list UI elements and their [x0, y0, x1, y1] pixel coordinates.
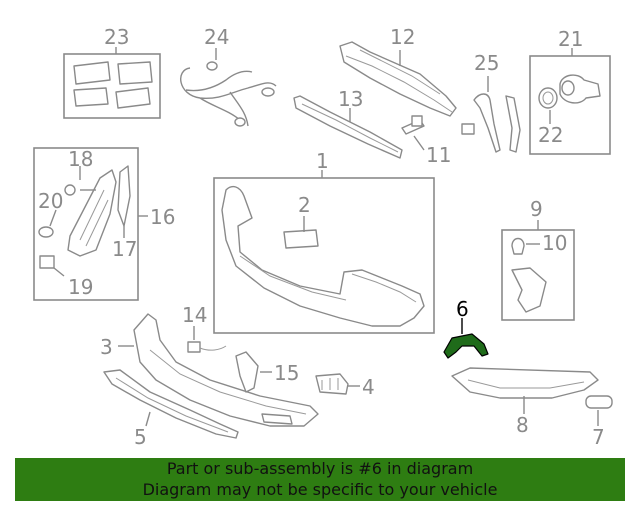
part-8-group: 8 [451, 367, 599, 437]
part-10-clip [511, 237, 525, 255]
part-16-group: 18 20 19 17 16 [33, 147, 175, 301]
part-5-seal [103, 369, 239, 439]
callout-17: 17 [112, 237, 137, 261]
part-4-group: 4 [315, 373, 375, 399]
callout-25: 25 [474, 51, 499, 75]
part-17-bracket [117, 165, 131, 227]
part-22-ring [538, 87, 558, 109]
part-8-skid-plate [451, 367, 599, 399]
callout-11: 11 [426, 143, 451, 167]
part-25-harness [473, 93, 501, 153]
part-1-bumper-cover [221, 185, 425, 327]
part-20-clip [38, 226, 54, 238]
part-16-box [33, 147, 139, 301]
part-7-group: 7 [585, 395, 613, 449]
part-3-group: 3 [100, 313, 319, 427]
part-1-group: 1 2 [213, 149, 435, 334]
part-5-group: 5 [103, 369, 239, 449]
part-24-connector-a [261, 87, 275, 97]
callout-15: 15 [274, 361, 299, 385]
callout-21: 21 [558, 27, 583, 51]
banner-line-2: Diagram may not be specific to your vehi… [142, 480, 498, 499]
part-24-connector-c [206, 61, 218, 71]
part-6-group: 6 [443, 297, 489, 359]
part-13-absorber [293, 95, 403, 159]
part-24-harness [180, 67, 277, 127]
callout-2: 2 [298, 193, 311, 217]
part-23-group: 23 [63, 25, 161, 119]
callout-8: 8 [516, 413, 529, 437]
part-9-group: 9 10 [501, 197, 575, 321]
part-19-connector [39, 255, 55, 269]
part-1-box [213, 177, 435, 334]
callout-18: 18 [68, 147, 93, 171]
part-6-bracket-highlighted [443, 333, 489, 359]
part-13-group: 13 [293, 87, 403, 159]
part-14-group: 14 [182, 303, 227, 353]
callout-20: 20 [38, 189, 63, 213]
part-25-group: 25 [461, 51, 521, 153]
callout-19: 19 [68, 275, 93, 299]
callout-3: 3 [100, 335, 113, 359]
part-4-clip [315, 373, 349, 395]
part-7-cap [585, 395, 613, 409]
part-15-group: 15 [235, 351, 299, 393]
part-14-connector [187, 341, 201, 353]
callout-16: 16 [150, 205, 175, 229]
part-2-bracket [283, 229, 319, 249]
part-9-bracket [511, 267, 547, 313]
callout-24: 24 [204, 25, 229, 49]
part-25-bracket [505, 95, 521, 153]
part-23-pad-b [117, 61, 153, 85]
part-12-group: 12 [339, 25, 457, 117]
part-21-group: 21 22 [529, 27, 611, 155]
info-banner: Part or sub-assembly is #6 in diagram Di… [15, 458, 625, 501]
callout-7: 7 [592, 425, 605, 449]
callout-12: 12 [390, 25, 415, 49]
part-3-lower-bumper [133, 313, 319, 427]
callout-14: 14 [182, 303, 207, 327]
part-15-bracket [235, 351, 259, 393]
part-23-pad-c [73, 87, 109, 107]
callout-5: 5 [134, 425, 147, 449]
part-21-box [529, 55, 611, 155]
callout-22: 22 [538, 123, 563, 147]
banner-line-1: Part or sub-assembly is #6 in diagram [166, 459, 474, 478]
part-18-screw [64, 184, 76, 196]
callout-10: 10 [542, 231, 567, 255]
part-23-box [63, 53, 161, 119]
callout-13: 13 [338, 87, 363, 111]
callout-4: 4 [362, 375, 375, 399]
part-23-pad-a [73, 61, 111, 85]
part-16-lamp [67, 169, 117, 257]
part-24-connector-b [234, 117, 246, 127]
callout-6: 6 [456, 297, 469, 321]
callout-23: 23 [104, 25, 129, 49]
part-23-pad-d [115, 87, 151, 109]
part-24-group: 24 [180, 25, 277, 127]
part-11-group: 11 [401, 115, 451, 167]
callout-9: 9 [530, 197, 543, 221]
callout-1: 1 [316, 149, 329, 173]
